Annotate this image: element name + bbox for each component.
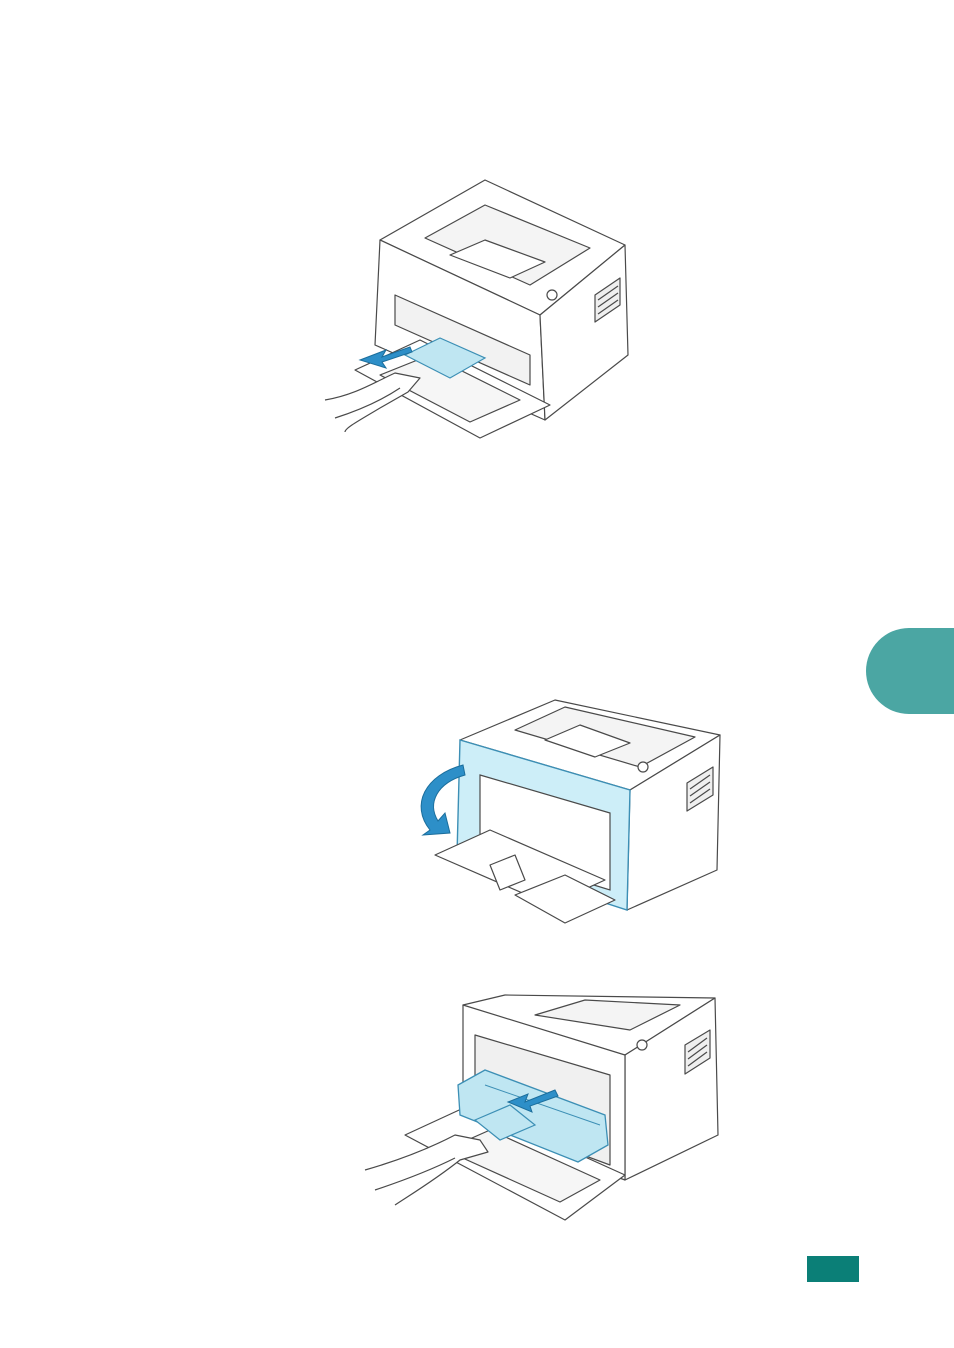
printer-remove-jammed-paper-illustration — [320, 170, 640, 445]
chapter-tab-marker — [866, 628, 954, 714]
page-number-badge — [807, 1256, 859, 1282]
printer-remove-toner-cartridge-illustration — [360, 990, 725, 1230]
printer-open-front-cover-illustration — [405, 695, 725, 940]
